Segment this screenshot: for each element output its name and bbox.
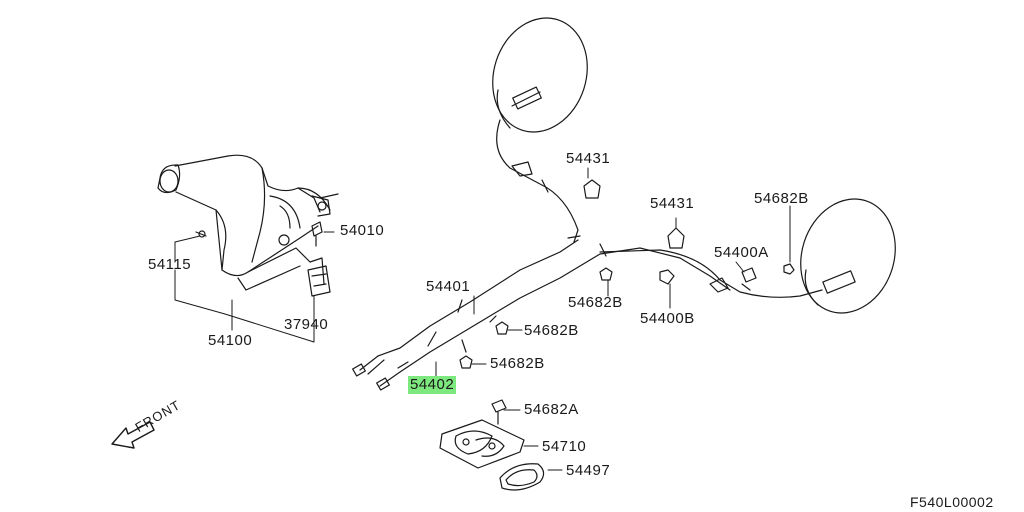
bolt-54682a — [491, 399, 507, 425]
callout-54402-highlighted[interactable]: 54402 — [408, 376, 457, 394]
callout-37940: 37940 — [284, 316, 329, 333]
callout-54682b-mid: 54682B — [568, 294, 623, 311]
callout-54401: 54401 — [426, 278, 471, 295]
cable-leader-lines — [435, 167, 791, 471]
rear-brake-backing-plate-left — [492, 17, 588, 133]
lever-bolts — [195, 221, 323, 247]
boot-bezel — [439, 419, 525, 469]
rear-brake-backing-plate-right — [800, 198, 896, 314]
callout-54400b: 54400B — [640, 310, 695, 327]
callout-54682b-lower: 54682B — [524, 322, 579, 339]
callout-54115: 54115 — [148, 256, 192, 273]
callout-54682a: 54682A — [524, 401, 579, 418]
front-arrow — [111, 421, 155, 449]
front-cable — [352, 239, 731, 391]
clips-and-nuts — [459, 179, 795, 369]
callout-54497: 54497 — [566, 462, 611, 479]
grommet-seal — [499, 463, 545, 491]
callout-54682b-top: 54682B — [754, 190, 809, 207]
callout-54431-right: 54431 — [650, 195, 695, 212]
parking-brake-lever-assembly — [157, 154, 339, 297]
lever-leader-lines — [174, 231, 335, 343]
rear-cable-right — [599, 243, 856, 298]
diagram-code: F540L00002 — [910, 494, 994, 510]
callout-54682b-bottom: 54682B — [490, 355, 545, 372]
callout-54010: 54010 — [340, 222, 385, 239]
rear-cable-left — [496, 86, 581, 243]
callout-54400a: 54400A — [714, 244, 769, 261]
callout-54100: 54100 — [208, 332, 253, 349]
callout-54710: 54710 — [542, 438, 587, 455]
callout-54431-left: 54431 — [566, 150, 611, 167]
